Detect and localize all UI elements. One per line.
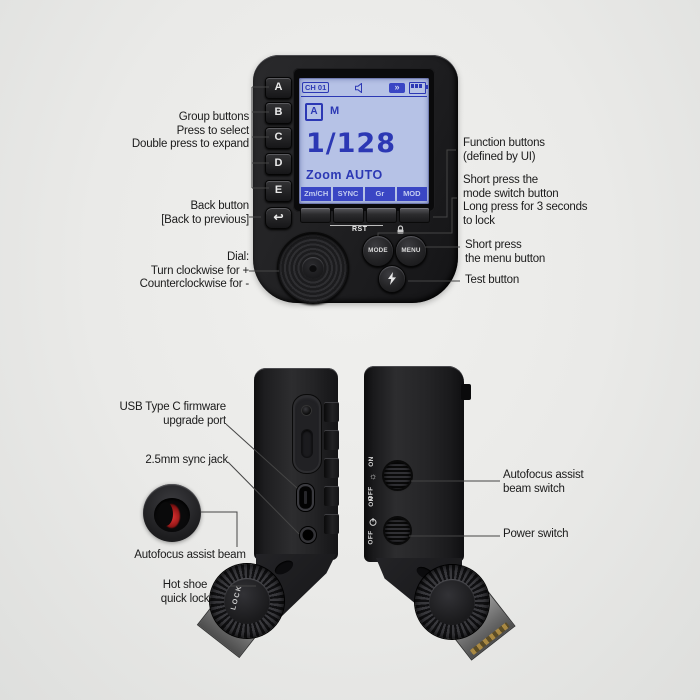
sun-icon: ☼ bbox=[369, 471, 378, 481]
transmitter-front-view: A B C D E ↩ CH 01 » A M 1/128 Zoom AU bbox=[253, 55, 458, 304]
lcd-mode-indicator: M bbox=[330, 105, 340, 117]
lcd-divider bbox=[301, 96, 427, 97]
softkey-zm-ch: Zm/CH bbox=[301, 187, 332, 201]
lcd-zoom-value: Zoom AUTO bbox=[306, 168, 383, 182]
group-button-c: C bbox=[265, 127, 292, 149]
side-key-edge-2 bbox=[324, 430, 339, 450]
softkey-sync: SYNC bbox=[332, 187, 364, 201]
group-button-a: A bbox=[265, 77, 292, 99]
callout-line-af-beam bbox=[201, 511, 238, 547]
group-button-b: B bbox=[265, 102, 292, 124]
battery-icon bbox=[409, 81, 428, 94]
screw-icon bbox=[302, 406, 311, 415]
side-key-edge-3 bbox=[324, 458, 339, 478]
wireless-icon: » bbox=[389, 82, 405, 93]
label-menu-button: Short press the menu button bbox=[465, 239, 546, 265]
transmitter-right-side-view: ON ☼ OFF ON OFF bbox=[358, 358, 516, 670]
label-back-button: Back button [Back to previous] bbox=[161, 200, 249, 226]
power-switch-on-label: ON bbox=[367, 496, 375, 507]
function-button-1 bbox=[300, 207, 331, 223]
hot-shoe-lock-ring-left bbox=[210, 564, 284, 638]
af-beam-inset-photo bbox=[143, 484, 201, 542]
label-af-beam: Autofocus assist beam bbox=[134, 549, 246, 561]
lcd-power-value: 1/128 bbox=[306, 128, 397, 159]
group-button-e: E bbox=[265, 180, 292, 202]
hot-shoe-lock-ring-right bbox=[415, 565, 489, 639]
function-button-2 bbox=[333, 207, 364, 223]
function-button-4 bbox=[399, 207, 430, 223]
side-key-edge-5 bbox=[324, 514, 339, 534]
label-power-switch: Power switch bbox=[503, 528, 569, 540]
lcd-softkey-row: Zm/CH SYNC Gr MOD bbox=[301, 187, 427, 201]
side-key-edge-4 bbox=[324, 486, 339, 506]
function-button-3 bbox=[366, 207, 397, 223]
dial-center-nub bbox=[309, 264, 317, 272]
label-af-switch: Autofocus assist beam switch bbox=[503, 469, 584, 495]
label-hot-shoe: Hot shoe quick lock bbox=[160, 579, 210, 605]
side-key-edge-1 bbox=[324, 402, 339, 422]
label-test-button: Test button bbox=[465, 274, 520, 286]
lcd-screen: CH 01 » A M 1/128 Zoom AUTO Zm/CH SYNC G… bbox=[299, 78, 429, 204]
back-button-icon: ↩ bbox=[265, 207, 292, 229]
test-button bbox=[378, 265, 406, 293]
group-button-d: D bbox=[265, 153, 292, 175]
label-group-buttons: Group buttons Press to select Double pre… bbox=[131, 111, 249, 151]
menu-button: MENU bbox=[395, 235, 427, 267]
mode-button: MODE bbox=[362, 235, 394, 267]
label-dial: Dial: Turn clockwise for + Counterclockw… bbox=[139, 251, 250, 291]
softkey-gr: Gr bbox=[364, 187, 396, 201]
lcd-bezel: CH 01 » A M 1/128 Zoom AUTO Zm/CH SYNC G… bbox=[293, 68, 435, 212]
transmitter-left-side-view: LOCK bbox=[196, 360, 348, 670]
lock-icon bbox=[397, 225, 404, 234]
sync-jack-port bbox=[300, 527, 316, 543]
lcd-group-indicator: A bbox=[305, 103, 323, 121]
channel-indicator: CH 01 bbox=[302, 82, 330, 93]
rst-label: RST bbox=[352, 226, 368, 233]
lightning-icon bbox=[388, 272, 396, 285]
label-usb-port: USB Type C firmware upgrade port bbox=[119, 401, 226, 427]
port-cover-panel bbox=[292, 394, 322, 474]
power-switch-off-label: OFF bbox=[367, 530, 375, 545]
label-mode-switch: Short press the mode switch button Long … bbox=[463, 174, 588, 227]
usb-c-port bbox=[297, 484, 314, 511]
label-function-buttons: Function buttons (defined by UI) bbox=[463, 137, 545, 163]
af-assist-beam-switch bbox=[384, 462, 411, 489]
power-switch bbox=[385, 518, 410, 543]
label-sync-jack: 2.5mm sync jack bbox=[145, 454, 228, 466]
strap-slot bbox=[301, 429, 313, 458]
rst-bracket-line bbox=[330, 225, 383, 226]
lcd-status-bar: CH 01 » bbox=[302, 81, 428, 94]
latch-tab bbox=[461, 384, 471, 400]
right-side-body bbox=[364, 366, 464, 562]
selector-dial bbox=[277, 232, 349, 304]
power-icon bbox=[369, 518, 377, 526]
af-switch-on-label: ON bbox=[367, 456, 375, 467]
af-beam-window bbox=[154, 498, 190, 532]
softkey-mod: MOD bbox=[396, 187, 427, 201]
lock-ring-cap-right bbox=[429, 579, 475, 625]
lock-ring-cap bbox=[224, 578, 270, 624]
dial-hub bbox=[302, 257, 324, 279]
speaker-icon bbox=[355, 82, 363, 93]
